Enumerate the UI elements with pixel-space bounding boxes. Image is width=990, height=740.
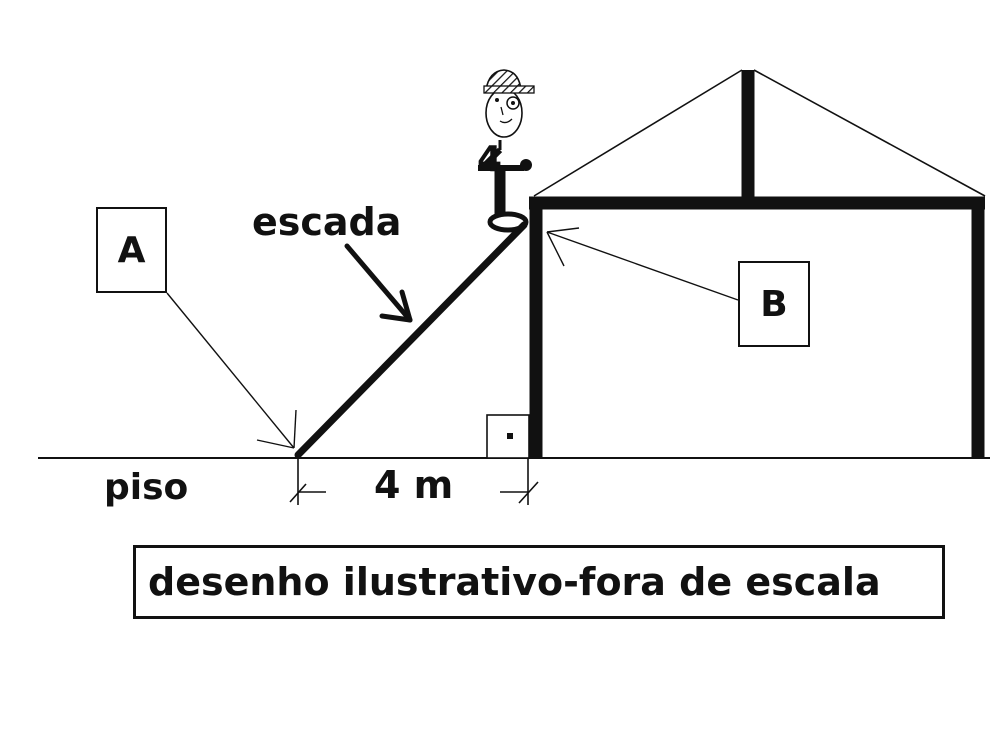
person-hardhat-brim	[483, 85, 535, 94]
dimension-4m	[289, 458, 539, 505]
ladder-label: escada	[252, 200, 402, 244]
person-figure	[478, 69, 535, 233]
ladder	[294, 221, 528, 459]
escada-arrow	[344, 243, 413, 323]
pointer-a	[166, 292, 297, 449]
caption-box: desenho ilustrativo-fora de escala	[133, 545, 945, 619]
person-head	[485, 88, 523, 138]
roof-right-slope	[753, 69, 986, 197]
person-hardhat	[485, 69, 522, 91]
person-hand	[520, 159, 532, 171]
floor-label: piso	[104, 467, 189, 508]
person-foot	[487, 211, 529, 233]
person-eye-left	[495, 98, 499, 102]
house	[529, 69, 986, 458]
distance-label: 4 m	[374, 463, 454, 507]
point-a-label: A	[96, 207, 167, 293]
point-b-label: B	[738, 261, 810, 347]
right-angle-marker	[486, 414, 530, 459]
pointer-b	[546, 227, 739, 301]
person-marking-text: 4	[477, 140, 502, 174]
roof-left-slope	[533, 69, 743, 197]
person-marking: 4	[477, 140, 502, 174]
